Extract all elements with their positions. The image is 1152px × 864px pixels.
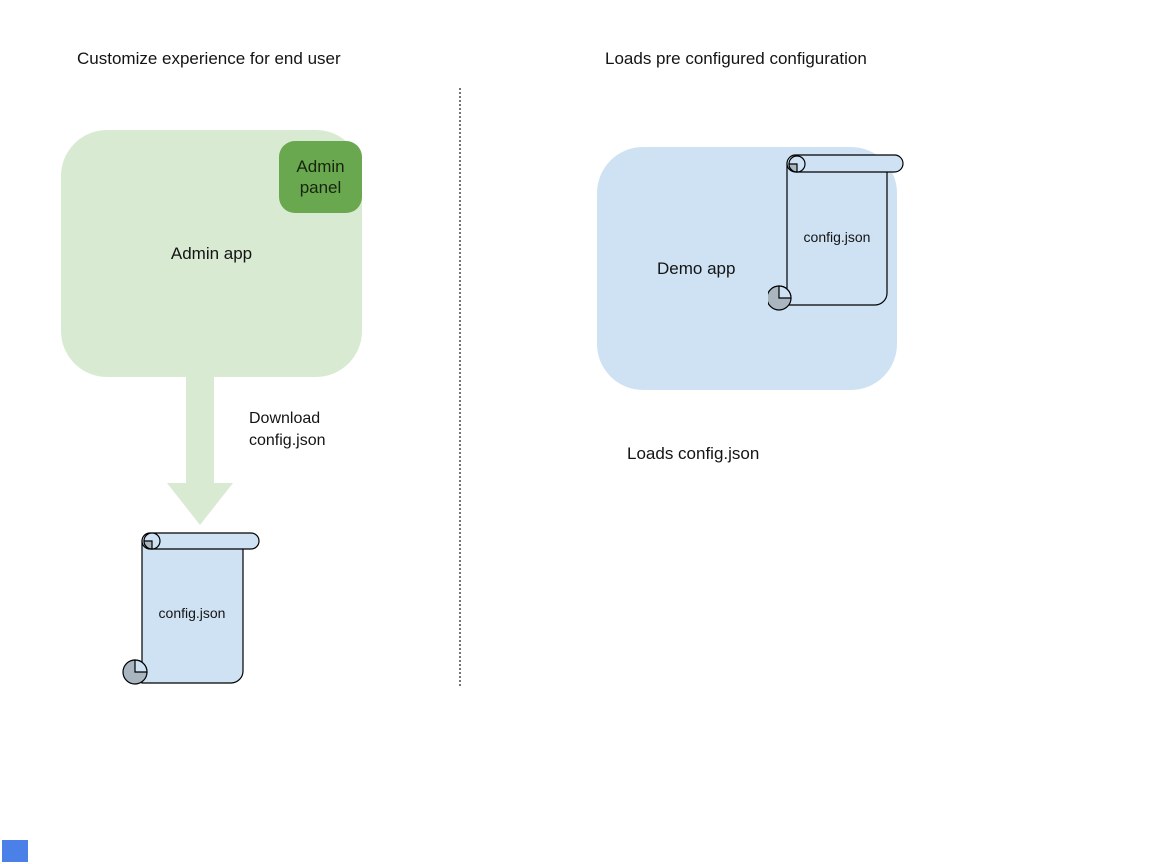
- config-json-scroll-right: config.json: [768, 154, 904, 311]
- demo-app-label: Demo app: [657, 259, 736, 278]
- corner-blue-square: [2, 840, 28, 862]
- section-divider-line: [459, 88, 461, 686]
- config-json-label-right: config.json: [804, 229, 871, 245]
- scroll-body: [786, 162, 888, 306]
- admin-panel-label: Admin panel: [296, 157, 345, 197]
- config-json-label-left: config.json: [159, 605, 226, 621]
- scroll-top-curl-notch: [788, 163, 798, 173]
- admin-app-box: Admin app Admin panel: [61, 130, 362, 377]
- download-arrow-head: [167, 483, 233, 525]
- admin-panel-box: Admin panel: [279, 141, 362, 213]
- scroll-top-roll: [141, 532, 260, 550]
- right-section-title: Loads pre configured configuration: [605, 49, 867, 68]
- scroll-top-curl-notch: [143, 540, 153, 550]
- left-section-title: Customize experience for end user: [77, 49, 341, 68]
- config-json-scroll-left: config.json: [122, 532, 260, 685]
- loads-config-caption: Loads config.json: [627, 444, 760, 463]
- download-arrow-shaft: [186, 376, 214, 484]
- scroll-top-roll: [786, 154, 904, 173]
- admin-app-label: Admin app: [170, 243, 253, 263]
- scroll-bottom-curl-notch: [134, 659, 148, 673]
- download-config-label-line2: config.json: [249, 432, 326, 449]
- download-config-label-line1: Download: [249, 410, 321, 427]
- scroll-bottom-curl-notch: [778, 285, 792, 299]
- download-config-label: Download config.json: [249, 408, 326, 452]
- scroll-body: [141, 540, 244, 684]
